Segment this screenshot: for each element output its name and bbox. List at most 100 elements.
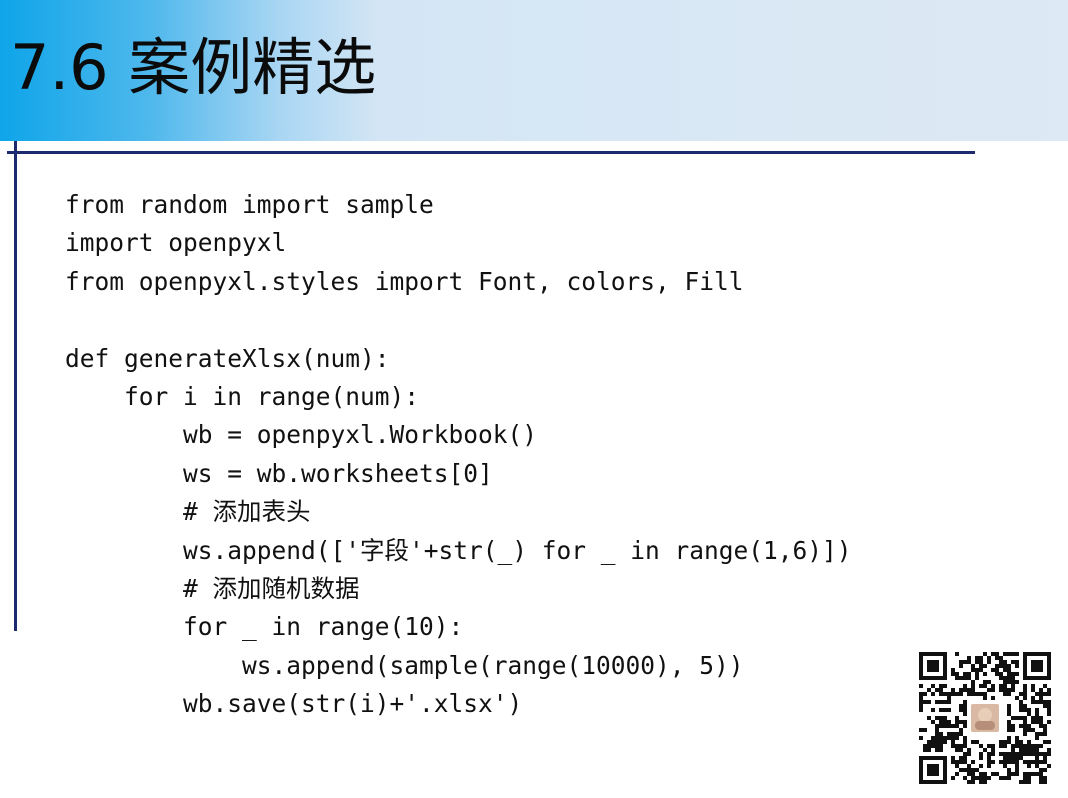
qr-module <box>971 768 975 772</box>
qr-module <box>1007 736 1011 740</box>
qr-module <box>931 692 935 696</box>
qr-module <box>971 684 975 688</box>
qr-module <box>1047 700 1051 704</box>
qr-module <box>1027 744 1031 748</box>
qr-module <box>967 768 971 772</box>
qr-module <box>999 752 1003 756</box>
qr-module <box>963 760 967 764</box>
qr-module <box>1035 732 1039 736</box>
qr-module <box>987 752 991 756</box>
qr-module <box>1023 696 1027 700</box>
qr-module <box>963 776 967 780</box>
code-line: ws = wb.worksheets[0] <box>183 458 493 488</box>
qr-module <box>1015 660 1019 664</box>
qr-module <box>1039 688 1043 692</box>
qr-module <box>1039 720 1043 724</box>
slide-title: 7.6 案例精选 <box>10 31 377 104</box>
qr-module <box>1007 664 1011 668</box>
qr-module <box>963 768 967 772</box>
qr-module <box>983 680 987 684</box>
qr-module <box>999 776 1003 780</box>
qr-module <box>959 708 963 712</box>
qr-module <box>1043 752 1047 756</box>
qr-module <box>1015 736 1019 740</box>
qr-module <box>1015 664 1019 668</box>
code-comment: # 添加表头 <box>183 497 311 527</box>
qr-module <box>1003 680 1007 684</box>
qr-module <box>1007 772 1011 776</box>
qr-module <box>1043 684 1047 688</box>
qr-module <box>999 676 1003 680</box>
qr-module <box>1011 744 1015 748</box>
qr-module <box>1011 748 1015 752</box>
qr-module <box>1007 760 1011 764</box>
title-underline <box>7 151 975 154</box>
qr-module <box>1007 768 1011 772</box>
qr-module <box>1023 732 1027 736</box>
qr-module <box>1003 668 1007 672</box>
qr-module <box>1015 680 1019 684</box>
qr-module <box>939 700 943 704</box>
qr-module <box>959 664 963 668</box>
qr-module <box>939 684 943 688</box>
qr-module <box>971 688 975 692</box>
qr-module <box>1019 704 1023 708</box>
qr-module <box>1015 696 1019 700</box>
qr-module <box>987 656 991 660</box>
qr-module <box>939 716 943 720</box>
qr-module <box>1043 776 1047 780</box>
qr-module <box>1003 692 1007 696</box>
qr-module <box>963 744 967 748</box>
qr-module <box>927 748 931 752</box>
qr-module <box>923 728 927 732</box>
qr-module <box>967 676 971 680</box>
qr-module <box>971 780 975 784</box>
qr-module <box>967 660 971 664</box>
qr-module <box>1023 776 1027 780</box>
qr-module <box>1031 772 1035 776</box>
qr-module <box>975 656 979 660</box>
qr-module <box>1035 752 1039 756</box>
qr-module <box>967 772 971 776</box>
qr-module <box>1027 724 1031 728</box>
qr-module <box>1003 752 1007 756</box>
qr-module <box>1019 756 1023 760</box>
qr-module <box>951 756 955 760</box>
qr-module <box>1011 760 1015 764</box>
qr-module <box>971 772 975 776</box>
qr-module <box>963 736 967 740</box>
qr-module <box>939 724 943 728</box>
qr-module <box>1003 740 1007 744</box>
qr-module <box>1027 712 1031 716</box>
qr-module <box>935 700 939 704</box>
qr-module <box>979 664 983 668</box>
qr-module <box>919 736 923 740</box>
qr-module <box>1035 708 1039 712</box>
qr-module <box>1039 700 1043 704</box>
qr-module <box>959 748 963 752</box>
qr-module <box>951 668 955 672</box>
qr-module <box>935 732 939 736</box>
qr-module <box>931 740 935 744</box>
code-line: def generateXlsx(num): <box>65 343 390 373</box>
qr-module <box>1027 708 1031 712</box>
qr-module <box>1003 760 1007 764</box>
qr-module <box>1023 684 1027 688</box>
qr-module <box>1039 744 1043 748</box>
qr-module <box>1043 728 1047 732</box>
qr-module <box>1007 692 1011 696</box>
qr-module <box>979 780 983 784</box>
qr-module <box>919 700 923 704</box>
qr-module <box>943 700 947 704</box>
qr-module <box>1043 756 1047 760</box>
qr-module <box>959 760 963 764</box>
qr-module <box>1011 728 1015 732</box>
qr-module <box>927 688 931 692</box>
qr-module <box>1043 724 1047 728</box>
qr-module <box>1043 780 1047 784</box>
qr-module <box>943 724 947 728</box>
qr-module <box>1023 704 1027 708</box>
qr-module <box>1039 760 1043 764</box>
qr-module <box>955 676 959 680</box>
qr-module <box>1007 776 1011 780</box>
